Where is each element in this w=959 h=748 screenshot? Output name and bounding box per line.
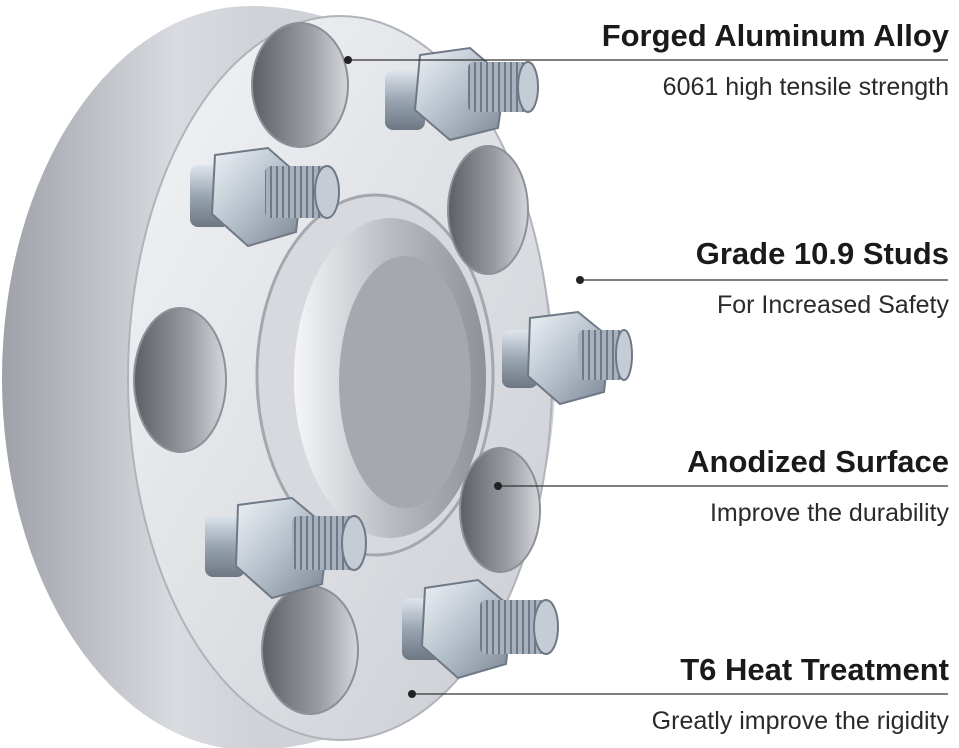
- stud-upper-left: [190, 146, 340, 248]
- feature-title: Forged Aluminum Alloy: [601, 18, 949, 53]
- feature-subtitle: For Increased Safety: [716, 291, 949, 319]
- studs: [190, 46, 633, 680]
- feature-subtitle: Greatly improve the rigidity: [651, 707, 949, 735]
- feature-title: Grade 10.9 Studs: [695, 236, 949, 271]
- feature-title: Anodized Surface: [687, 444, 949, 479]
- bolt-holes: [133, 22, 541, 715]
- feature-subtitle: 6061 high tensile strength: [662, 73, 949, 101]
- feature-subtitle: Improve the durability: [709, 499, 949, 527]
- stud-bottom: [402, 578, 559, 680]
- feature-heat-treatment: T6 Heat Treatment Greatly improve the ri…: [652, 652, 949, 736]
- feature-anodized: Anodized Surface Improve the durability: [687, 444, 949, 528]
- callout-lines: [344, 56, 948, 698]
- stud-lower-left: [205, 496, 367, 600]
- feature-forged-alloy: Forged Aluminum Alloy 6061 high tensile …: [602, 18, 949, 102]
- stud-top: [385, 46, 539, 142]
- feature-studs: Grade 10.9 Studs For Increased Safety: [696, 236, 949, 320]
- stud-right: [502, 310, 633, 406]
- feature-title: T6 Heat Treatment: [680, 652, 949, 687]
